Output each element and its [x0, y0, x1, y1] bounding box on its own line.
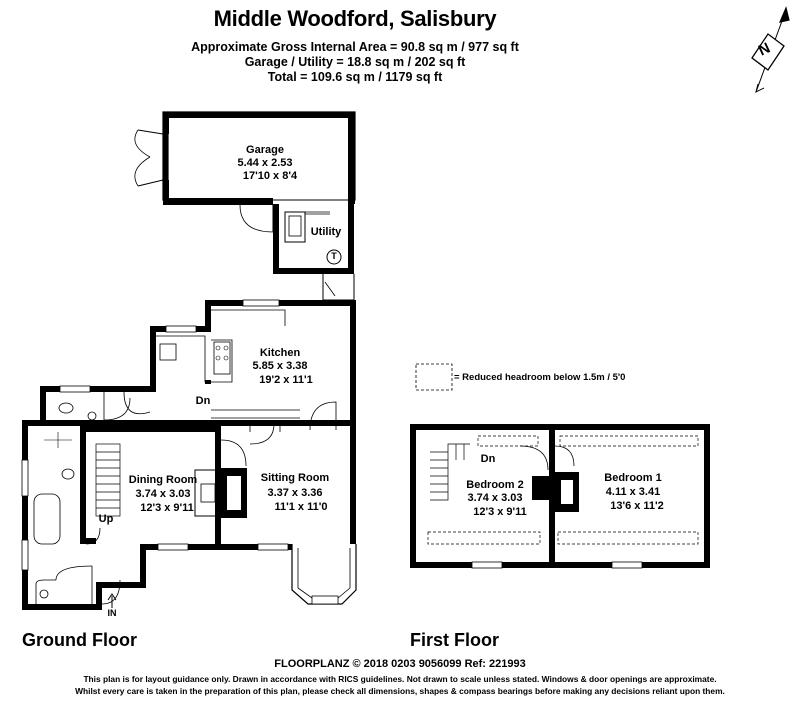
area-line-garage: Garage / Utility = 18.8 sq m / 202 sq ft — [244, 55, 466, 69]
ground-floor-label: Ground Floor — [22, 630, 137, 650]
sitting-room-imperial: 11'1 x 11'0 — [274, 501, 328, 513]
bedroom2-metric: 3.74 x 3.03 — [467, 492, 523, 504]
dn-marker-first: Dn — [480, 453, 496, 465]
footer-brand: FLOORPLANZ © 2018 0203 9056099 Ref: 2219… — [274, 658, 526, 670]
utility-name: Utility — [310, 226, 342, 238]
footer-disclaimer-2: Whilst every care is taken in the prepar… — [75, 686, 725, 696]
bedroom1-name: Bedroom 1 — [604, 472, 662, 484]
ground-floor-walls — [21, 299, 357, 610]
bedroom1-imperial: 13'6 x 11'2 — [610, 500, 664, 512]
sitting-room-metric: 3.37 x 3.36 — [267, 487, 323, 499]
kitchen-imperial: 19'2 x 11'1 — [259, 374, 313, 386]
dining-room-metric: 3.74 x 3.03 — [135, 488, 191, 500]
kitchen-name: Kitchen — [259, 347, 301, 359]
area-line-main: Approximate Gross Internal Area = 90.8 s… — [191, 40, 519, 54]
first-floor-label: First Floor — [410, 630, 499, 650]
bedroom1-metric: 4.11 x 3.41 — [605, 486, 661, 498]
tank-label: T — [331, 251, 337, 261]
garage-imperial: 17'10 x 8'4 — [242, 170, 298, 182]
utility-walls — [273, 200, 355, 301]
bedroom2-name: Bedroom 2 — [466, 479, 524, 491]
up-marker: Up — [98, 513, 114, 525]
dn-marker-kitchen: Dn — [195, 395, 211, 407]
reduced-headroom-swatch — [415, 363, 453, 391]
footer-disclaimer-1: This plan is for layout guidance only. D… — [83, 674, 717, 684]
plan-title: Middle Woodford, Salisbury — [213, 6, 497, 31]
bedroom2-imperial: 12'3 x 9'11 — [473, 506, 527, 518]
dining-room-imperial: 12'3 x 9'11 — [140, 502, 194, 514]
legend-text: = Reduced headroom below 1.5m / 5'0 — [454, 372, 626, 383]
garage-name: Garage — [246, 144, 284, 156]
kitchen-metric: 5.85 x 3.38 — [252, 360, 308, 372]
area-line-total: Total = 109.6 sq m / 1179 sq ft — [267, 70, 443, 84]
dining-room-name: Dining Room — [128, 474, 198, 486]
sitting-room-name: Sitting Room — [260, 472, 330, 484]
garage-metric: 5.44 x 2.53 — [237, 157, 293, 169]
compass-icon — [751, 6, 790, 93]
garage-walls — [134, 111, 356, 233]
entrance-label: IN — [107, 608, 117, 618]
first-floor-walls — [410, 424, 710, 569]
